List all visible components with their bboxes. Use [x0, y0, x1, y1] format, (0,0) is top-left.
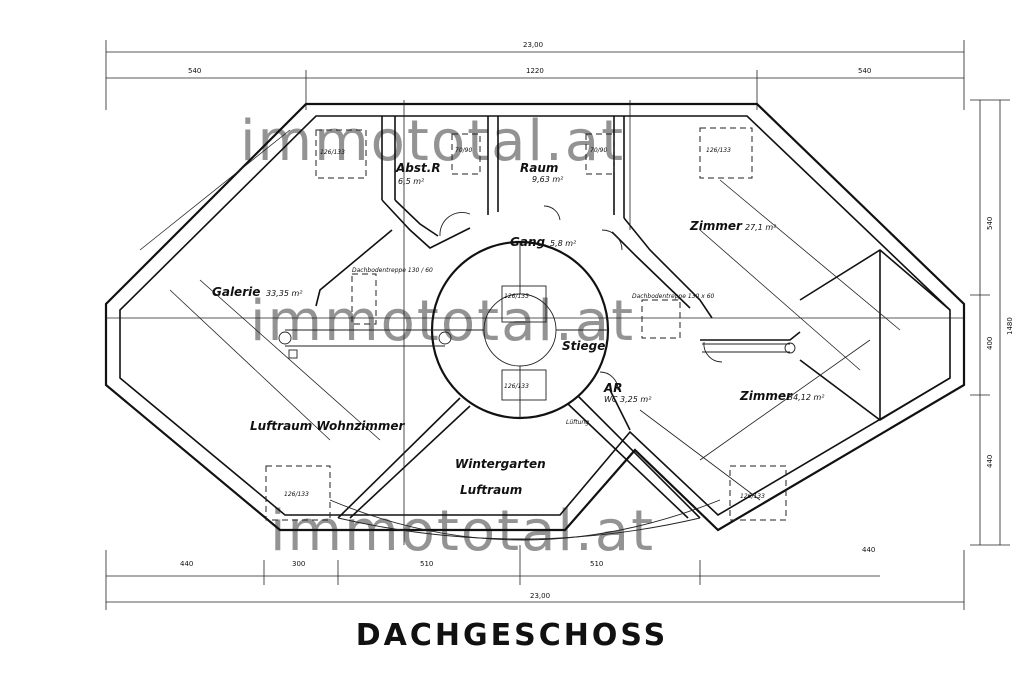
roof-windows: 126/133 70/90 70/90 126/133 126/133 126/…	[265, 127, 787, 521]
gallery-railing	[278, 329, 796, 359]
dim-bottom-2: 300	[292, 560, 305, 568]
room-galerie-area: 33,35 m²	[266, 289, 303, 298]
room-abstr-area: 6,5 m²	[398, 177, 425, 186]
room-ar-sub: WC 3,25 m²	[604, 395, 652, 404]
label-window-raum: 70/90	[590, 147, 607, 154]
room-ar-name: AR	[603, 381, 623, 395]
wintergarten-outer-arc	[329, 499, 721, 541]
label-window-bottomright: 126/133	[740, 493, 765, 500]
attic-hatch-left	[351, 273, 377, 325]
interior-dimensions	[106, 100, 964, 545]
room-wintergarten-sub: Luftraum	[460, 483, 522, 497]
right-dimensions: 1480 540 400 440	[970, 99, 1014, 546]
room-zimmer-top-name: Zimmer	[689, 219, 743, 233]
roof-window-topright	[699, 127, 753, 179]
room-gang-name: Gang	[510, 235, 545, 249]
top-dimensions: 23,00 540 1220 540	[105, 40, 965, 110]
room-lueftung-name: Lüftung	[566, 419, 589, 426]
watermark-top: immototal.at	[240, 109, 625, 174]
dim-top-middle: 1220	[526, 67, 544, 75]
roof-window-abstr	[451, 133, 481, 175]
label-window-abstr: 70/90	[455, 147, 472, 154]
watermark-bottom: immototal.at	[270, 499, 655, 564]
dim-top-left: 540	[188, 67, 201, 75]
room-raum-area: 9,63 m²	[532, 175, 564, 184]
label-window-topright: 126/133	[706, 147, 731, 154]
roof-window-bottomright	[729, 465, 787, 521]
roof-window-bottomleft	[265, 465, 331, 521]
room-stiege-name: Stiege	[562, 339, 605, 353]
door-swings	[439, 205, 723, 391]
label-window-stair-bottom: 126/133	[504, 383, 529, 390]
room-labels: Abst.R 6,5 m² Raum 9,63 m² Gang 5,8 m² Z…	[212, 161, 825, 497]
room-zimmer-right-name: Zimmer	[739, 389, 793, 403]
outer-walls	[104, 102, 966, 532]
room-zimmer-top-area: 27,1 m²	[745, 223, 777, 232]
dim-bottom-5: 440	[862, 546, 875, 554]
dim-right-top: 540	[986, 217, 994, 230]
room-zimmer-right-area: 34,12 m²	[788, 393, 825, 402]
label-attic-left: Dachbodentreppe 130 / 60	[352, 267, 433, 274]
dim-bottom-4: 510	[590, 560, 603, 568]
dim-top-right: 540	[858, 67, 871, 75]
label-window-stair-top: 126/133	[504, 293, 529, 300]
room-luftraum-name: Luftraum Wohnzimmer	[250, 419, 406, 433]
dim-bottom-total: 23,00	[530, 592, 550, 600]
page-title: DACHGESCHOSS	[355, 618, 669, 653]
roof-window-raum	[585, 133, 615, 175]
interior-walls	[315, 116, 951, 519]
label-window-topleft: 126/133	[320, 149, 345, 156]
dim-bottom-1: 440	[180, 560, 193, 568]
attic-hatch-right	[641, 299, 681, 339]
room-wintergarten-name: Wintergarten	[455, 457, 546, 471]
bottom-dimensions: 23,00 440 300 510 510 440	[105, 545, 965, 610]
dim-right-bottom: 440	[986, 455, 994, 468]
room-raum-name: Raum	[520, 161, 558, 175]
label-attic-right: Dachbodentreppe 130 x 60	[632, 293, 715, 300]
room-gang-area: 5,8 m²	[550, 239, 577, 248]
wintergarten-arc	[337, 517, 701, 540]
roof-window-topleft	[315, 129, 367, 179]
room-abstr-name: Abst.R	[395, 161, 441, 175]
label-window-bottomleft: 126/133	[284, 491, 309, 498]
dim-bottom-3: 510	[420, 560, 433, 568]
room-galerie-name: Galerie	[212, 285, 260, 299]
dim-right-middle: 400	[986, 337, 994, 350]
dim-right-total: 1480	[1006, 317, 1014, 335]
dim-top-total: 23,00	[523, 41, 543, 49]
